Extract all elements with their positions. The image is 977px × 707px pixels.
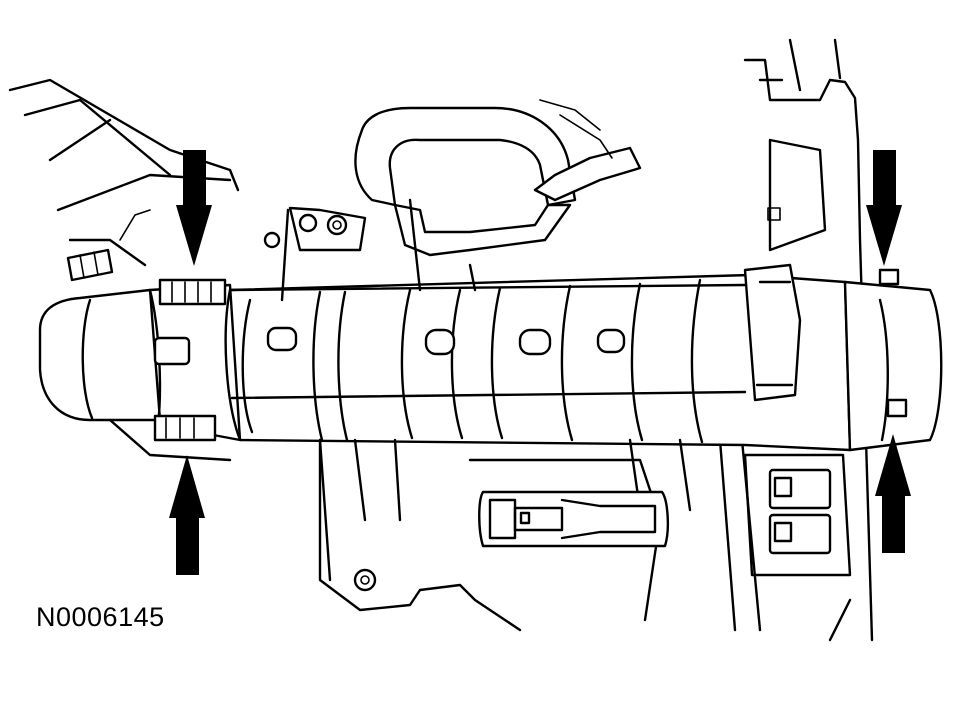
- arrow-upper-right: [866, 150, 902, 266]
- twin-connectors: [768, 468, 832, 555]
- lower-bracket: [318, 438, 662, 632]
- mounting-bracket: [718, 38, 874, 642]
- arrow-upper-left: [176, 150, 212, 266]
- electrical-connector: [478, 490, 670, 548]
- latch-tabs: [153, 268, 908, 442]
- upper-hose: [354, 99, 642, 257]
- arrow-lower-right: [875, 434, 911, 553]
- canister-body: [224, 273, 852, 452]
- arrow-lower-left: [169, 455, 205, 575]
- left-housing: [8, 78, 240, 462]
- right-end-cap: [743, 263, 943, 452]
- figure-id-label: N0006145: [36, 602, 165, 632]
- drain-fitting: [66, 248, 114, 282]
- retaining-strap: [280, 198, 692, 582]
- upper-bracket: [263, 206, 367, 252]
